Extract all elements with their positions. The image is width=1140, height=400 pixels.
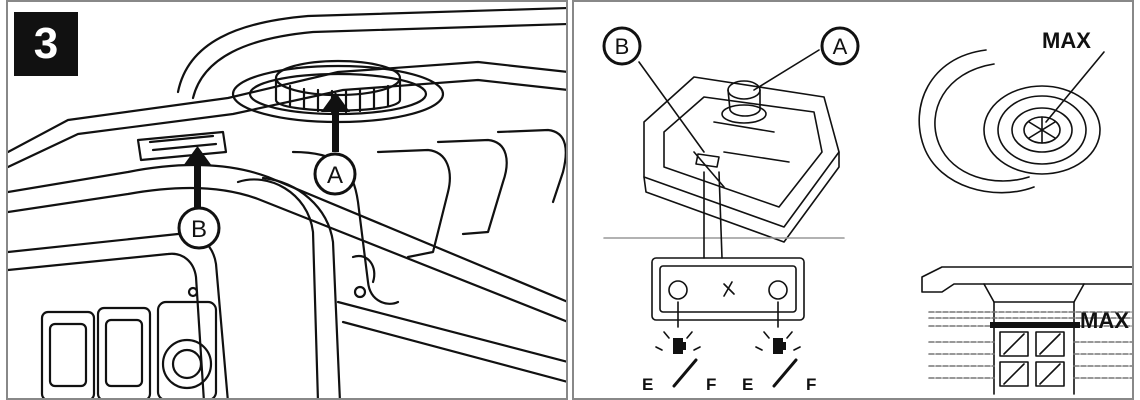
socket-2: [96, 306, 152, 398]
callout-a-detail-label: A: [833, 34, 848, 59]
fuel-detail-drawing: B A E F E F MAX MAX: [602, 26, 1132, 395]
arrow-up-icon: [183, 146, 212, 166]
handle-frame-outer: [176, 6, 566, 94]
max-leader-top: [1045, 51, 1105, 123]
gauge-right-empty-label: E: [742, 375, 753, 394]
callout-a-detail: A: [820, 26, 860, 66]
gauge-left-empty-label: E: [642, 375, 653, 394]
max-label-top: MAX: [1042, 28, 1091, 53]
max-level-bar: [990, 322, 1080, 328]
gauge-closeup: [651, 257, 805, 321]
callout-a: A: [313, 152, 357, 196]
callout-b-label: B: [191, 216, 207, 243]
arrow-b-shaft: [194, 164, 201, 208]
fuel-gauge-window: [136, 130, 228, 162]
callout-b-detail: B: [602, 26, 642, 66]
gauge-left-full-label: F: [706, 375, 716, 394]
fuel-detail-panel: B A E F E F MAX MAX: [572, 0, 1134, 400]
fuel-pump-icon: [673, 338, 686, 354]
step-number-badge: 3: [14, 12, 78, 76]
callout-b: B: [177, 206, 221, 250]
arrow-up-icon: [321, 92, 350, 112]
socket-1: [40, 310, 96, 398]
leader-a: [753, 49, 820, 91]
socket-3: [156, 300, 218, 398]
filler-cross-section: [921, 266, 1132, 293]
filler-spiral: [918, 49, 1035, 194]
cover-rib-2: [436, 138, 508, 236]
generator-top-panel: A B 3: [6, 0, 568, 400]
handle-frame-inner: [191, 22, 566, 100]
arrow-a-shaft: [332, 110, 339, 152]
leader-b: [638, 61, 705, 153]
filler-neck-top: [983, 85, 1101, 175]
tank-gauge-window: [695, 153, 720, 168]
callout-a-label: A: [327, 162, 343, 189]
max-label-bottom: MAX: [1080, 308, 1129, 333]
cover-rib-3: [496, 128, 566, 204]
gauge-indicator-right: [768, 280, 788, 300]
callout-b-detail-label: B: [615, 34, 630, 59]
fuel-pump-icon: [773, 338, 786, 354]
generator-drawing: A B: [8, 6, 566, 398]
front-handle: [236, 178, 319, 398]
cover-rib-1: [376, 148, 451, 259]
gauge-right-full-label: F: [806, 375, 816, 394]
gauge-indicator-left: [668, 280, 688, 300]
